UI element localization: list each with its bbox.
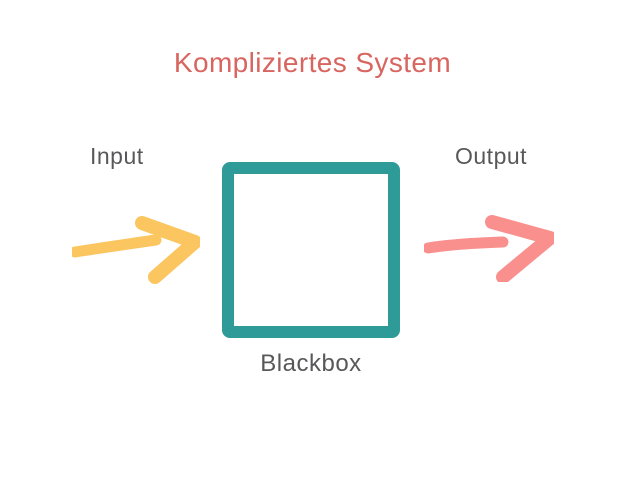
input-arrow-tail: [72, 234, 162, 258]
diagram-title: Kompliziertes System: [173, 47, 452, 78]
input-arrow-icon: [72, 216, 200, 284]
output-label: Output: [455, 143, 528, 169]
output-arrow-icon: [424, 215, 554, 282]
output-arrow-tail: [424, 236, 509, 254]
blackbox-label: Blackbox: [260, 350, 362, 377]
blackbox-square: [222, 162, 400, 338]
output-arrow-head: [485, 215, 554, 282]
input-label: Input: [90, 143, 144, 169]
input-arrow-head: [135, 216, 200, 284]
